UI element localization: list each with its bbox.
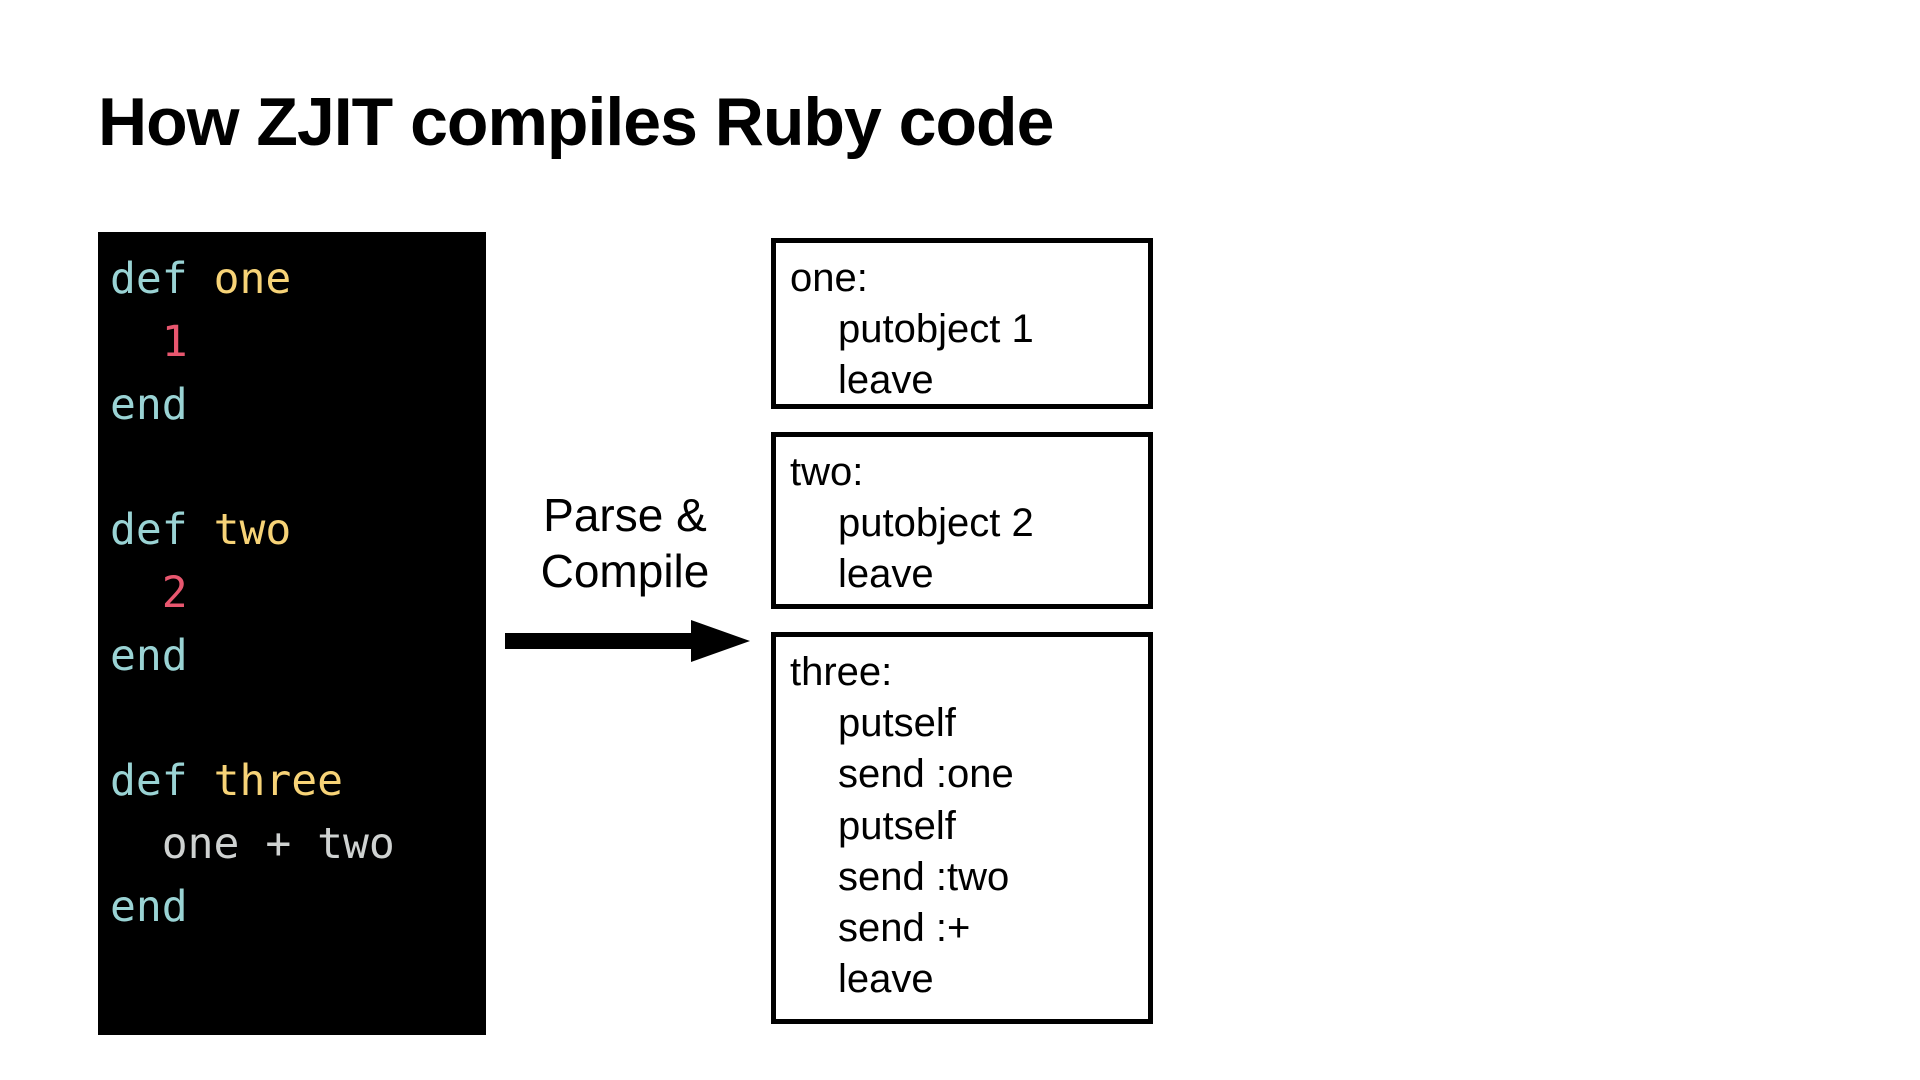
bytecode-box-three: three: putself send :one putself send :t… (771, 632, 1153, 1024)
code-token-keyword: def (110, 505, 214, 556)
code-token-number: 1 (161, 316, 188, 367)
code-token-method_name: two (213, 505, 292, 556)
code-token-plain (110, 568, 162, 618)
code-line: def one (98, 248, 486, 311)
code-token-keyword: end (110, 379, 188, 430)
code-line: end (98, 876, 486, 939)
bytecode-instruction: send :+ (838, 905, 971, 950)
bytecode-box-two: two: putobject 2 leave (771, 432, 1153, 609)
code-token-method_name: one (213, 254, 292, 304)
bytecode-instruction: putself (838, 803, 956, 848)
bytecode-instruction: send :one (838, 752, 1014, 797)
bytecode-instruction: putobject 2 (838, 501, 1034, 546)
page-title: How ZJIT compiles Ruby code (98, 84, 1054, 160)
transform-label-line1: Parse & (543, 489, 707, 541)
code-line-list: def one 1 end def two 2 end def three one … (98, 248, 486, 938)
code-line: def two (98, 499, 486, 562)
right-arrow-icon (505, 620, 750, 662)
bytecode-box-one: one: putobject 1 leave (771, 238, 1153, 409)
code-token-plain (110, 317, 162, 367)
bytecode-instruction: leave (838, 552, 934, 597)
ruby-source-code-panel: def one 1 end def two 2 end def three one … (98, 232, 486, 1035)
bytecode-label: three: (790, 650, 893, 694)
transform-label-line2: Compile (540, 545, 710, 598)
code-line (98, 436, 486, 499)
bytecode-instruction: send :two (838, 854, 1010, 899)
bytecode-label: one: (790, 256, 868, 300)
bytecode-instruction: leave (838, 358, 934, 403)
code-line: end (98, 374, 486, 437)
code-token-plain (110, 693, 136, 743)
bytecode-label: two: (790, 450, 864, 494)
bytecode-instruction: putobject 1 (838, 307, 1034, 352)
code-token-identifier: one + two (110, 818, 395, 869)
bytecode-instruction: putself (838, 701, 956, 746)
code-line: one + two (98, 813, 486, 876)
code-token-keyword: end (110, 630, 188, 681)
code-token-keyword: def (110, 254, 214, 304)
code-line: 2 (98, 562, 486, 625)
code-token-keyword: end (110, 881, 188, 932)
code-token-plain (110, 442, 136, 492)
code-line (98, 687, 486, 750)
code-token-number: 2 (161, 567, 188, 618)
code-token-keyword: def (110, 756, 214, 807)
transform-label: Parse & Compile (505, 487, 745, 599)
code-line: def three (98, 750, 486, 813)
bytecode-instruction: leave (838, 957, 934, 1002)
code-line: end (98, 625, 486, 688)
code-line: 1 (98, 311, 486, 374)
code-token-method_name: three (213, 756, 344, 807)
